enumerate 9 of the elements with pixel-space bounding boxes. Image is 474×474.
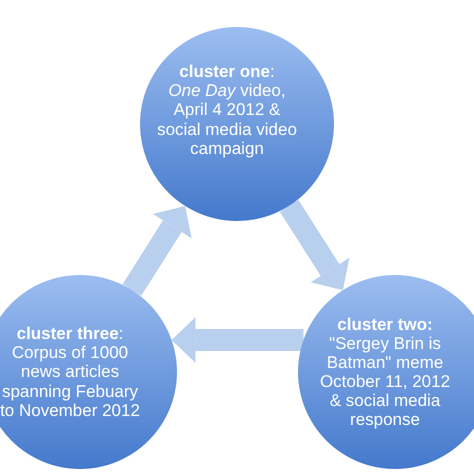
- cluster-description: "Sergey Brin is Batman" meme October 11, 2012 & social media response: [318, 334, 452, 430]
- cluster-heading: cluster two:: [336, 314, 434, 334]
- block-arrow: [172, 317, 304, 363]
- cluster-heading: cluster three:: [16, 324, 124, 344]
- block-arrow: [280, 200, 350, 290]
- cluster-heading: cluster one:: [178, 62, 276, 82]
- cluster-description: One Day video, April 4 2012 & social media video campaign: [157, 81, 297, 158]
- block-arrow: [122, 206, 192, 296]
- cluster-description: Corpus of 1000 news articles spanning Febuary to November 2012: [0, 343, 140, 420]
